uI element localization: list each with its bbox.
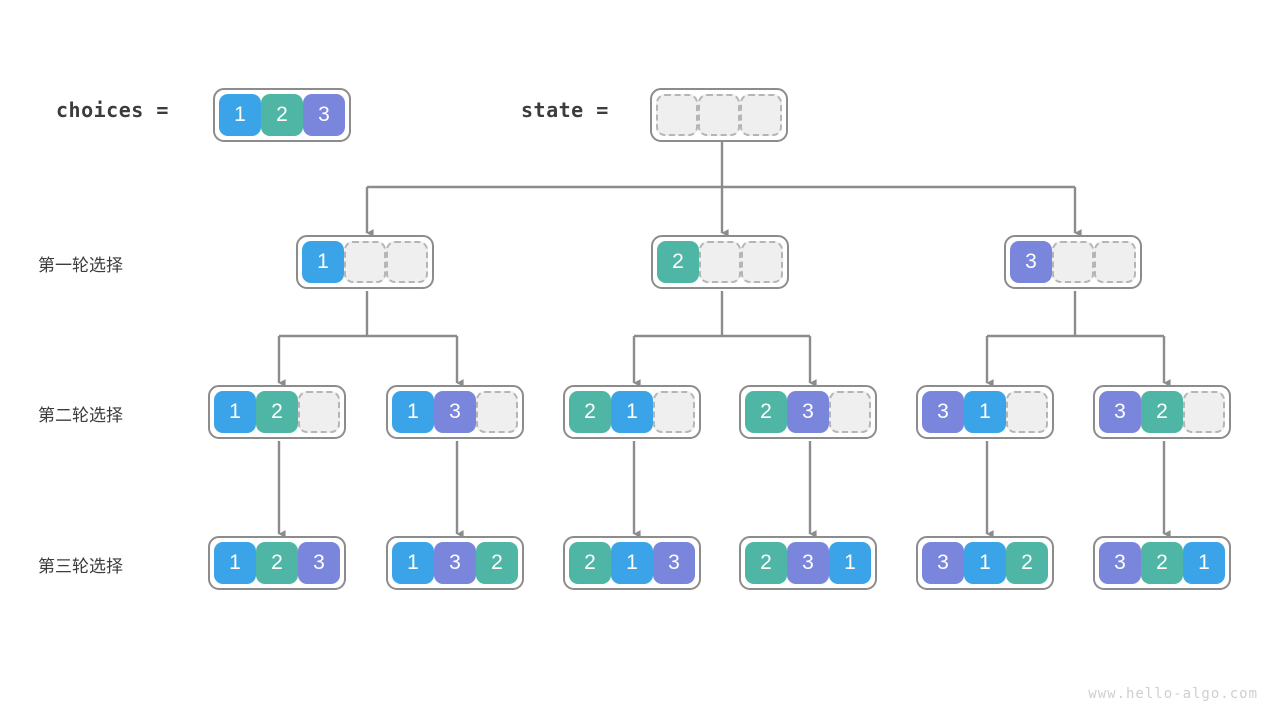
round-2-node-1-cell-2 xyxy=(476,391,518,433)
state-cell-1 xyxy=(698,94,740,136)
state-cell-2 xyxy=(740,94,782,136)
round-1-node-0-cell-0: 1 xyxy=(302,241,344,283)
round-2-node-3-cell-0: 2 xyxy=(745,391,787,433)
round-3-node-5-cell-0: 3 xyxy=(1099,542,1141,584)
round-3-node-4-cell-0: 3 xyxy=(922,542,964,584)
round-2-node-3-cell-1: 3 xyxy=(787,391,829,433)
row-label-round-2: 第二轮选择 xyxy=(38,406,123,425)
round-1-node-1-cell-0: 2 xyxy=(657,241,699,283)
round-1-node-1-cell-2 xyxy=(741,241,783,283)
round-3-node-3-cell-0: 2 xyxy=(745,542,787,584)
round-3-node-0-cell-2: 3 xyxy=(298,542,340,584)
round-2-node-5-cell-0: 3 xyxy=(1099,391,1141,433)
round-3-node-3-cell-2: 1 xyxy=(829,542,871,584)
round-2-node-1-cell-1: 3 xyxy=(434,391,476,433)
round-2-node-4-cell-1: 1 xyxy=(964,391,1006,433)
choices-cell-0: 1 xyxy=(219,94,261,136)
round-3-node-2-cell-0: 2 xyxy=(569,542,611,584)
round-2-node-2-cell-1: 1 xyxy=(611,391,653,433)
round-2-node-2-cell-2 xyxy=(653,391,695,433)
round-3-node-4-cell-2: 2 xyxy=(1006,542,1048,584)
round-1-node-2-cell-2 xyxy=(1094,241,1136,283)
round-3-node-4-cell-1: 1 xyxy=(964,542,1006,584)
choices-cell-2: 3 xyxy=(303,94,345,136)
round-1-node-2-cell-0: 3 xyxy=(1010,241,1052,283)
round-3-node-1-cell-2: 2 xyxy=(476,542,518,584)
round-3-node-3-cell-1: 3 xyxy=(787,542,829,584)
round-2-node-1-cell-0: 1 xyxy=(392,391,434,433)
round-3-node-1-cell-0: 1 xyxy=(392,542,434,584)
round-1-node-0: 1 xyxy=(296,235,434,289)
round-3-node-1-cell-1: 3 xyxy=(434,542,476,584)
round-2-node-0-cell-2 xyxy=(298,391,340,433)
round-3-node-5-cell-1: 2 xyxy=(1141,542,1183,584)
round-1-node-2-cell-1 xyxy=(1052,241,1094,283)
choices-label: choices = xyxy=(56,98,169,122)
round-3-node-2-cell-1: 1 xyxy=(611,542,653,584)
round-1-node-1: 2 xyxy=(651,235,789,289)
round-3-node-5-cell-2: 1 xyxy=(1183,542,1225,584)
round-2-node-0-cell-1: 2 xyxy=(256,391,298,433)
round-2-node-2-cell-0: 2 xyxy=(569,391,611,433)
round-2-node-0-cell-0: 1 xyxy=(214,391,256,433)
round-3-node-0-cell-1: 2 xyxy=(256,542,298,584)
round-2-node-3-cell-2 xyxy=(829,391,871,433)
round-1-node-0-cell-1 xyxy=(344,241,386,283)
round-2-node-5-cell-2 xyxy=(1183,391,1225,433)
state-array xyxy=(650,88,788,142)
watermark: www.hello-algo.com xyxy=(1088,686,1258,702)
round-3-node-0-cell-0: 1 xyxy=(214,542,256,584)
round-2-node-5-cell-1: 2 xyxy=(1141,391,1183,433)
round-3-node-2-cell-2: 3 xyxy=(653,542,695,584)
round-1-node-1-cell-1 xyxy=(699,241,741,283)
state-label: state = xyxy=(521,98,609,122)
round-1-node-2: 3 xyxy=(1004,235,1142,289)
round-2-node-4-cell-2 xyxy=(1006,391,1048,433)
state-cell-0 xyxy=(656,94,698,136)
round-1-node-0-cell-2 xyxy=(386,241,428,283)
row-label-round-3: 第三轮选择 xyxy=(38,557,123,576)
choices-cell-1: 2 xyxy=(261,94,303,136)
round-2-node-4-cell-0: 3 xyxy=(922,391,964,433)
row-label-round-1: 第一轮选择 xyxy=(38,256,123,275)
